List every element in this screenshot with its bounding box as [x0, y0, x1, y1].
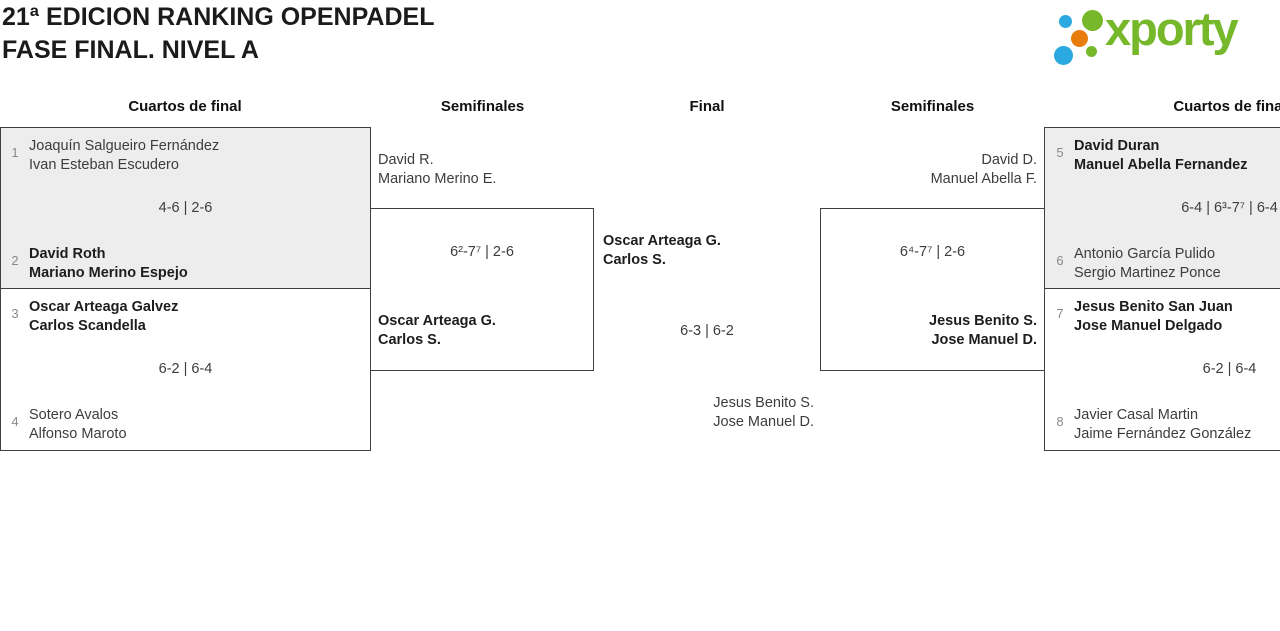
seed-6: 6	[1056, 253, 1064, 268]
score-qf-left-1: 4-6 | 2-6	[158, 200, 213, 216]
match-sf-left: David R. Mariano Merino E. 6²-7⁷ | 2-6 O…	[370, 140, 594, 375]
round-header-sf-left: Semifinales	[440, 98, 525, 115]
score-qf-right-2: 6-2 | 6-4	[1202, 361, 1257, 377]
sf-right-box	[820, 208, 1045, 371]
page-title: 21ª EDICION RANKING OPENPADEL FASE FINAL…	[2, 1, 434, 67]
match-qf-left-2: 3 Oscar Arteaga Galvez Carlos Scandella …	[0, 288, 371, 451]
team-benito-manuel-final[interactable]: Jesus Benito S. Jose Manuel D.	[713, 395, 814, 430]
xporty-logo[interactable]: xporty	[1048, 2, 1278, 70]
seed-4: 4	[11, 414, 19, 429]
seed-8: 8	[1056, 414, 1064, 429]
score-sf-left: 6²-7⁷ | 2-6	[450, 244, 514, 260]
seed-7: 7	[1056, 306, 1064, 321]
logo-dot-blue-large	[1054, 46, 1073, 65]
score-sf-right: 6⁴-7⁷ | 2-6	[899, 244, 966, 260]
seed-5: 5	[1056, 145, 1064, 160]
round-header-final: Final	[689, 98, 725, 115]
team-david-abella-sf[interactable]: David D. Manuel Abella F.	[930, 152, 1037, 187]
page-title-line1: 21ª EDICION RANKING OPENPADEL	[2, 3, 435, 31]
match-qf-right-2: 7 Jesus Benito San Juan Jose Manuel Delg…	[1044, 288, 1280, 451]
team-sotero-alfonso[interactable]: Sotero Avalos Alfonso Maroto	[29, 407, 127, 442]
logo-dot-blue-small	[1059, 15, 1072, 28]
score-final: 6-3 | 6-2	[680, 323, 734, 339]
team-arteaga-carlos-sf[interactable]: Oscar Arteaga G. Carlos S.	[378, 313, 496, 348]
page-title-line2: FASE FINAL. NIVEL A	[2, 36, 259, 64]
sf-left-box	[370, 208, 594, 371]
match-qf-right-1: 5 David Duran Manuel Abella Fernandez 6-…	[1044, 127, 1280, 289]
seed-3: 3	[11, 306, 19, 321]
team-benito-delgado[interactable]: Jesus Benito San Juan Jose Manuel Delgad…	[1074, 299, 1233, 334]
logo-dot-orange	[1071, 30, 1088, 47]
team-casal-fernandez[interactable]: Javier Casal Martin Jaime Fernández Gonz…	[1074, 407, 1252, 442]
match-sf-right: David D. Manuel Abella F. 6⁴-7⁷ | 2-6 Je…	[820, 140, 1045, 375]
team-david-mariano-sf[interactable]: David R. Mariano Merino E.	[378, 152, 497, 187]
team-garcia-martinez[interactable]: Antonio García Pulido Sergio Martinez Po…	[1074, 246, 1221, 281]
team-arteaga-carlos-final[interactable]: Oscar Arteaga G. Carlos S.	[603, 233, 721, 268]
seed-2: 2	[11, 253, 19, 268]
match-final: Oscar Arteaga G. Carlos S. 6-3 | 6-2 Jes…	[594, 225, 820, 435]
seed-1: 1	[11, 145, 19, 160]
logo-dot-green-small	[1086, 46, 1097, 57]
logo-wordmark: xporty	[1105, 2, 1239, 55]
match-qf-left-1: 1 Joaquín Salgueiro Fernández Ivan Esteb…	[0, 127, 371, 289]
round-header-sf-right: Semifinales	[890, 98, 975, 115]
logo-dot-green-large	[1082, 10, 1103, 31]
score-qf-left-2: 6-2 | 6-4	[158, 361, 213, 377]
round-header-qf-right: Cuartos de final	[1173, 98, 1280, 115]
round-header-qf-left: Cuartos de final	[128, 98, 242, 115]
team-roth-merino[interactable]: David Roth Mariano Merino Espejo	[29, 246, 188, 281]
team-salgueiro-esteban[interactable]: Joaquín Salgueiro Fernández Ivan Esteban…	[29, 138, 220, 173]
score-qf-right-1: 6-4 | 6³-7⁷ | 6-4	[1181, 200, 1278, 216]
team-benito-manuel-sf[interactable]: Jesus Benito S. Jose Manuel D.	[929, 313, 1037, 348]
team-arteaga-scandella[interactable]: Oscar Arteaga Galvez Carlos Scandella	[29, 299, 179, 334]
team-duran-abella[interactable]: David Duran Manuel Abella Fernandez	[1074, 138, 1248, 173]
